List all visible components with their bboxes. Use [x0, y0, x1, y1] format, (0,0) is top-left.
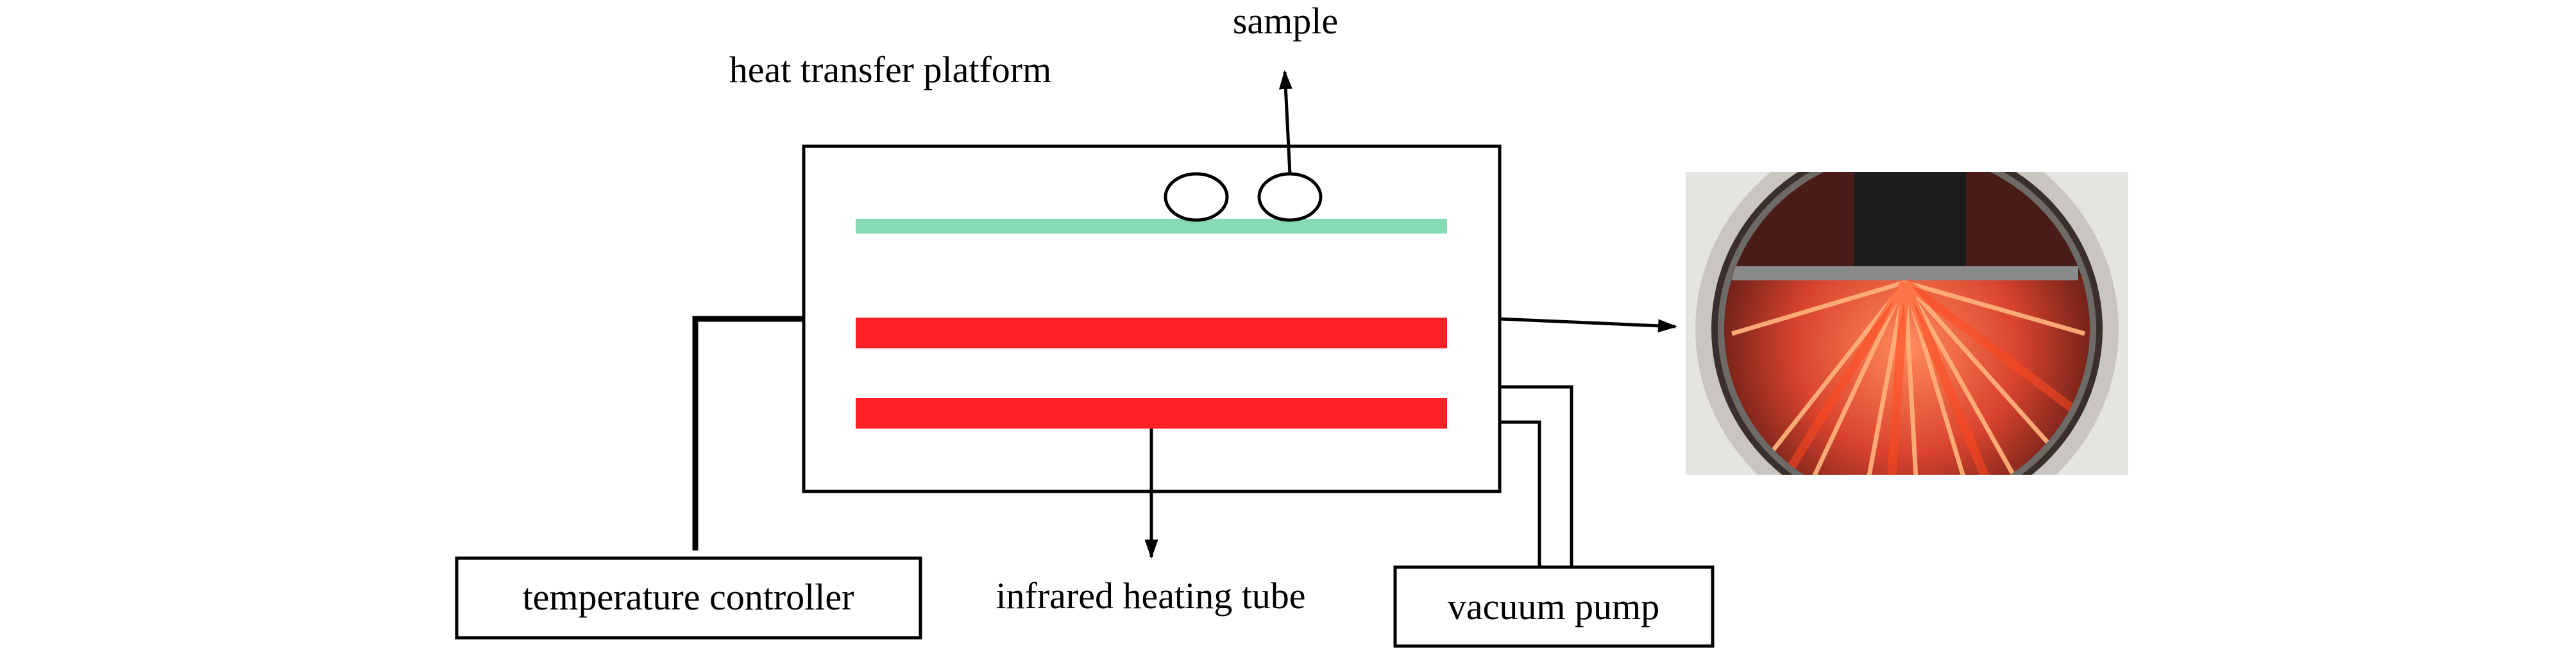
heating-tube-lower-bar — [856, 398, 1447, 429]
sample-left-icon — [1164, 172, 1229, 222]
chamber-photo — [1686, 172, 2128, 475]
photo-arrow — [1499, 317, 1677, 333]
heating-tube-upper-bar — [856, 318, 1447, 348]
vacuum-pump-box — [1393, 565, 1715, 648]
temperature-controller-cable — [692, 316, 804, 550]
sample-arrow — [1278, 70, 1292, 175]
vacuum-pump-pipe-outer — [1500, 385, 1573, 566]
temperature-controller-box — [455, 556, 922, 640]
sample-label: sample — [1233, 0, 1338, 42]
heat-transfer-platform-label: heat transfer platform — [729, 49, 1051, 90]
vacuum-pump-label: vacuum pump — [1448, 586, 1659, 627]
sample-right-icon — [1257, 172, 1323, 222]
temperature-controller-label: temperature controller — [523, 576, 854, 618]
vacuum-pump-pipe-inner — [1500, 420, 1541, 566]
infrared-heating-tube-label: infrared heating tube — [996, 575, 1305, 617]
heat-transfer-platform-bar — [856, 219, 1447, 234]
